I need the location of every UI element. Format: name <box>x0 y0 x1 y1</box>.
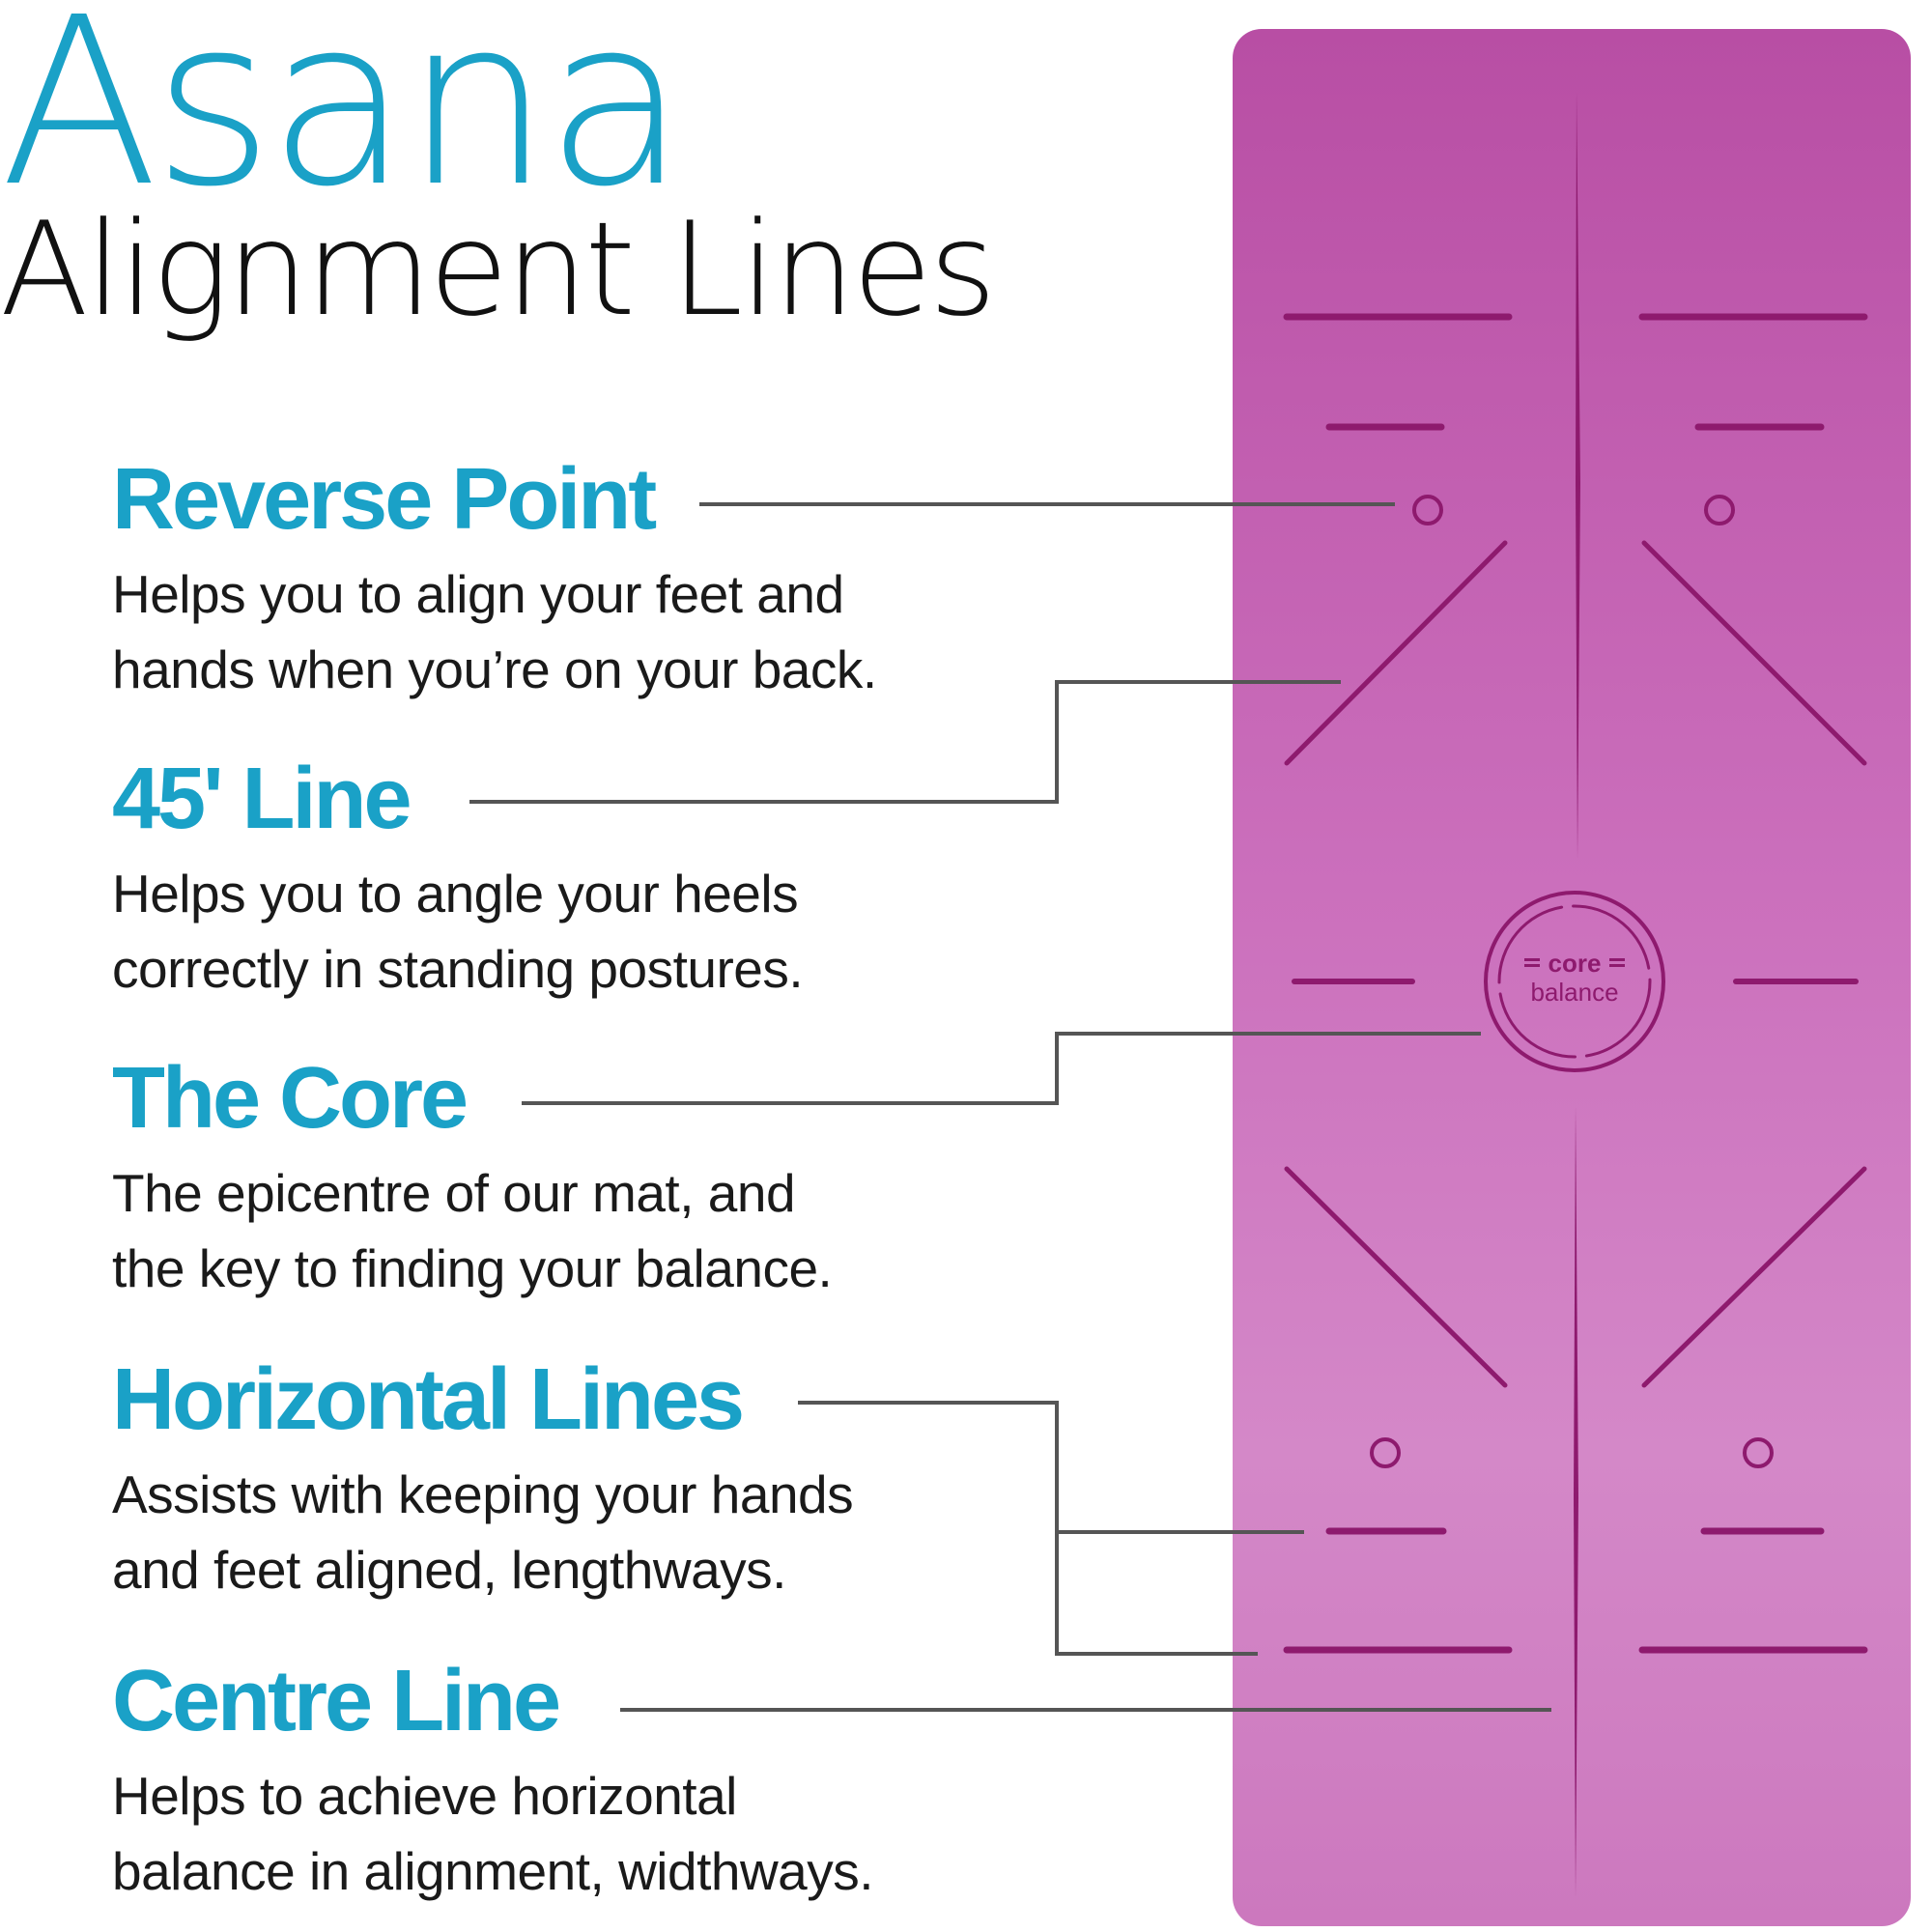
feature-title: Reverse Point <box>112 451 657 548</box>
core-inner-circle <box>1497 904 1652 1059</box>
description-line: Helps you to align your feet and <box>112 564 844 624</box>
yoga-mat <box>1233 29 1911 1926</box>
core-balance-logo: core balance <box>1524 949 1625 1007</box>
description-line: balance in alignment, widthways. <box>112 1841 874 1901</box>
connector-the-core <box>522 1032 1481 1105</box>
logo-text-balance: balance <box>1530 978 1618 1007</box>
logo-bar <box>1609 964 1625 967</box>
feature-description: Helps you to angle your heels correctly i… <box>112 856 981 1007</box>
logo-bar <box>1524 958 1540 961</box>
reverse-point-icon <box>1704 495 1735 526</box>
reverse-point-icon <box>1412 495 1443 526</box>
logo-text-core: core <box>1548 949 1602 978</box>
reverse-point-icon <box>1743 1437 1774 1468</box>
description-line: correctly in standing postures. <box>112 939 804 999</box>
page-title: Asana <box>0 0 687 238</box>
diagonal-line <box>1641 1166 1867 1388</box>
description-line: Assists with keeping your hands <box>112 1464 854 1524</box>
connector-horizontal-lines <box>798 1401 1258 1656</box>
diagonal-line <box>1641 540 1867 766</box>
feature-title: Centre Line <box>112 1653 561 1749</box>
feature-horizontal-lines: Horizontal Lines Assists with keeping yo… <box>112 1356 981 1607</box>
reverse-point-icon <box>1370 1437 1401 1468</box>
description-line: The epicentre of our mat, and <box>112 1163 796 1223</box>
centre-line-bottom <box>1574 1106 1578 1898</box>
page-subtitle: Alignment Lines <box>0 194 997 345</box>
description-line: Helps you to angle your heels <box>112 864 799 923</box>
logo-bar <box>1609 958 1625 961</box>
core-circle-icon <box>1484 891 1665 1072</box>
feature-description: The epicentre of our mat, and the key to … <box>112 1155 981 1306</box>
feature-description: Helps to achieve horizontal balance in al… <box>112 1758 981 1909</box>
description-line: hands when you’re on your back. <box>112 639 877 699</box>
feature-description: Helps you to align your feet and hands wh… <box>112 556 981 707</box>
description-line: and feet aligned, lengthways. <box>112 1540 786 1600</box>
feature-title: 45' Line <box>112 751 412 847</box>
feature-title: Horizontal Lines <box>112 1351 745 1448</box>
diagonal-line <box>1284 1166 1508 1388</box>
connector-45-line <box>469 680 1341 804</box>
feature-description: Assists with keeping your hands and feet … <box>112 1457 981 1607</box>
description-line: Helps to achieve horizontal <box>112 1766 737 1826</box>
feature-reverse-point: Reverse Point Helps you to align your fe… <box>112 456 981 707</box>
centre-line-top <box>1576 92 1580 860</box>
feature-title: The Core <box>112 1050 469 1147</box>
description-line: the key to finding your balance. <box>112 1238 833 1298</box>
diagonal-line <box>1284 540 1508 766</box>
logo-bar <box>1524 964 1540 967</box>
